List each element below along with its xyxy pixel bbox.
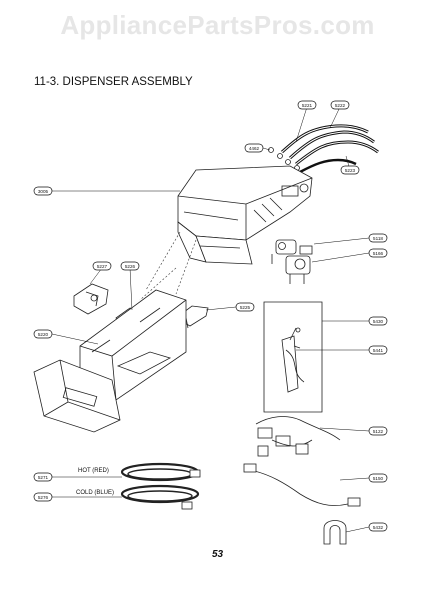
callout-5441: 5441 bbox=[368, 345, 388, 355]
svg-text:5271: 5271 bbox=[38, 475, 49, 480]
hot-hose-label: HOT (RED) bbox=[78, 468, 109, 474]
callout-5223: 5223 bbox=[340, 165, 360, 175]
water-hoses bbox=[268, 124, 379, 174]
callout-5271: 5271 bbox=[33, 472, 53, 482]
callout-5118: 5118 bbox=[368, 233, 388, 243]
svg-text:5221: 5221 bbox=[302, 103, 313, 108]
detergent-drawer bbox=[33, 289, 187, 433]
svg-text:5441: 5441 bbox=[373, 348, 384, 353]
dispenser-housing bbox=[177, 165, 313, 265]
svg-text:5166: 5166 bbox=[373, 251, 384, 256]
callout-4462: 4462 bbox=[244, 143, 264, 153]
callout-5276: 5276 bbox=[33, 492, 53, 502]
sensor-wire bbox=[243, 463, 361, 507]
svg-text:5223: 5223 bbox=[345, 168, 356, 173]
svg-text:5432: 5432 bbox=[373, 525, 384, 530]
inlet-hoses bbox=[120, 462, 201, 510]
site-watermark: AppliancePartsPros.com bbox=[60, 10, 375, 40]
callout-5150: 5150 bbox=[368, 473, 388, 483]
svg-text:5150: 5150 bbox=[373, 476, 384, 481]
section-title: 11-3. DISPENSER ASSEMBLY bbox=[34, 76, 193, 88]
water-valves bbox=[271, 239, 313, 284]
svg-text:5227: 5227 bbox=[97, 264, 108, 269]
callout-5432: 5432 bbox=[368, 522, 388, 532]
svg-text:5225: 5225 bbox=[240, 305, 251, 310]
callout-5166: 5166 bbox=[368, 248, 388, 258]
svg-text:5118: 5118 bbox=[373, 236, 383, 241]
svg-text:4462: 4462 bbox=[249, 146, 260, 151]
svg-text:3005: 3005 bbox=[38, 189, 49, 194]
svg-text:5276: 5276 bbox=[38, 495, 49, 500]
svg-text:5222: 5222 bbox=[335, 103, 346, 108]
svg-text:5226: 5226 bbox=[125, 264, 136, 269]
hose-clamp bbox=[323, 520, 347, 545]
svg-text:5220: 5220 bbox=[38, 332, 49, 337]
cold-hose-label: COLD (BLUE) bbox=[76, 490, 114, 496]
callout-5430: 5430 bbox=[368, 316, 388, 326]
wiring-harness bbox=[255, 416, 341, 457]
svg-text:5122: 5122 bbox=[373, 429, 384, 434]
callout-5225: 5225 bbox=[235, 302, 255, 312]
page-number: 53 bbox=[211, 549, 224, 560]
callout-5226: 5226 bbox=[120, 261, 140, 271]
svg-text:5430: 5430 bbox=[373, 319, 384, 324]
callout-5220: 5220 bbox=[33, 329, 53, 339]
callout-3005: 3005 bbox=[33, 186, 53, 196]
wire-harness-bracket bbox=[263, 301, 323, 413]
callout-5222: 5222 bbox=[330, 100, 350, 110]
callout-5221: 5221 bbox=[297, 100, 317, 110]
callout-5122: 5122 bbox=[368, 426, 388, 436]
callout-5227: 5227 bbox=[92, 261, 112, 271]
